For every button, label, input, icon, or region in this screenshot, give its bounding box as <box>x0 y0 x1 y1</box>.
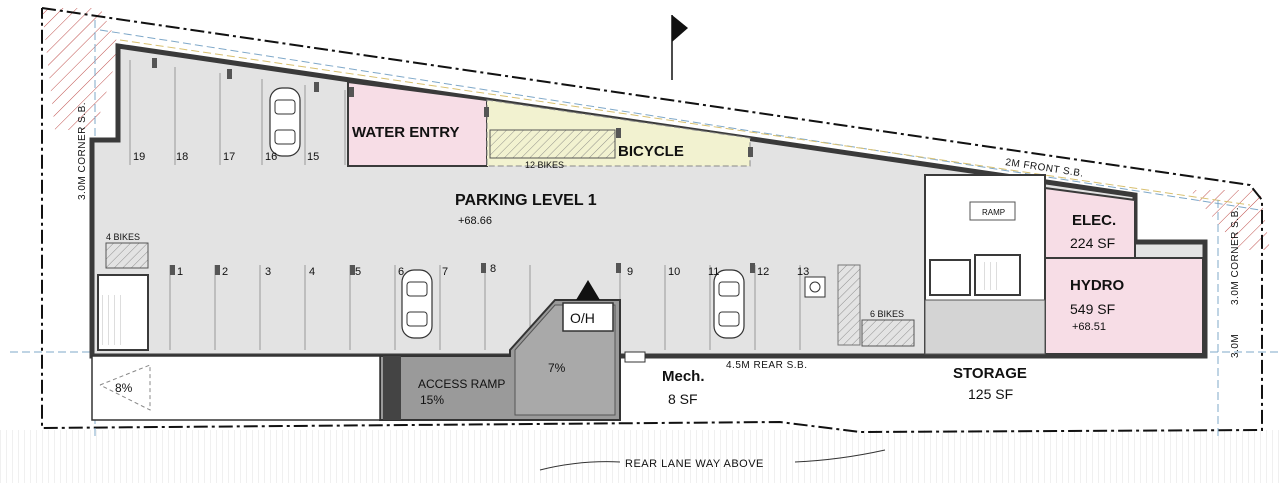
stall-number: 8 <box>490 263 496 275</box>
ramp-small <box>969 201 1016 221</box>
storage-room <box>924 299 1046 355</box>
rear-lane-hatch <box>0 430 1280 483</box>
hatched-column-block <box>837 264 861 346</box>
stall-number: 6 <box>398 266 404 278</box>
oh-label: O/H <box>570 310 595 326</box>
stall-number: 3 <box>265 266 271 278</box>
corner-right-label: 3.0M <box>1230 334 1241 358</box>
stall-number: 12 <box>757 266 769 278</box>
storage-label: STORAGE <box>953 365 1027 382</box>
stall-number: 5 <box>355 266 361 278</box>
left-stair-steps <box>102 295 122 345</box>
stall-number: 13 <box>797 266 809 278</box>
ramp-curve <box>514 304 616 416</box>
stall-number: 11 <box>708 266 719 278</box>
stall-number: 17 <box>223 151 235 163</box>
stall-number: 4 <box>309 266 315 278</box>
stall-number: 19 <box>133 151 145 163</box>
corner-sb-left-label: 3.0M CORNER S.B. <box>77 102 88 200</box>
oh-box <box>562 302 614 332</box>
north-flag-icon <box>672 15 688 42</box>
hydro-room <box>1044 257 1204 355</box>
parking-level-label: PARKING LEVEL 1 <box>455 192 597 209</box>
front-setback-line <box>99 29 1261 211</box>
stall-numbers-top: 19 18 17 16 15 <box>133 151 319 163</box>
columns <box>152 58 755 275</box>
corner-setback-left <box>42 8 120 130</box>
storage-area: 125 SF <box>968 386 1013 402</box>
parking-elevation: +68.66 <box>458 215 492 227</box>
bikes-6-label: 6 BIKES <box>870 309 904 319</box>
elec-area: 224 SF <box>1070 235 1115 251</box>
stall-number: 15 <box>307 151 319 163</box>
mech-box <box>624 351 646 363</box>
top-stall-lines <box>129 60 346 165</box>
stall-number: 7 <box>442 266 448 278</box>
mech-label: Mech. <box>662 368 705 385</box>
rear-lane-arrow-right <box>794 449 886 463</box>
access-ramp-slope: 15% <box>420 393 444 407</box>
bikes-12-label: 12 BIKES <box>525 160 564 170</box>
entry-arrow <box>99 364 151 411</box>
stall-number: 10 <box>668 266 680 278</box>
corner-sb-right-label: 3.0M CORNER S.B. <box>1230 207 1241 305</box>
up-arrow-icon <box>576 280 600 300</box>
access-ramp-label: ACCESS RAMP <box>418 377 505 391</box>
stall-number: 16 <box>265 151 277 163</box>
stall-number: 1 <box>177 266 183 278</box>
bike-rack-4 <box>105 242 149 269</box>
ramp-small-label: RAMP <box>982 208 1005 217</box>
entry-driveway <box>91 355 381 421</box>
elevator-box <box>929 259 971 296</box>
bicycle-label: BICYCLE <box>618 143 684 160</box>
rear-lane-label: REAR LANE WAY ABOVE <box>625 458 764 470</box>
water-entry-label: WATER ENTRY <box>352 124 460 141</box>
accessible-parking-icon <box>804 276 826 298</box>
stall-number: 18 <box>176 151 188 163</box>
stair-steps <box>980 262 1000 290</box>
bike-rack-6 <box>861 319 915 347</box>
rear-sb-label: 4.5M REAR S.B. <box>726 360 807 371</box>
stall-number: 2 <box>222 266 228 278</box>
rear-lane-arrow-left <box>539 461 621 471</box>
front-setback-line-2 <box>119 39 1251 206</box>
hydro-elevation: +68.51 <box>1072 321 1106 333</box>
car-bottom-11 <box>713 269 745 339</box>
stall-numbers-bottom: 1 2 3 4 5 6 7 8 9 10 11 12 13 <box>177 263 809 278</box>
stall-number: 9 <box>627 266 633 278</box>
elec-label: ELEC. <box>1072 212 1116 229</box>
ramp-slope-label: 7% <box>548 361 566 375</box>
hydro-label: HYDRO <box>1070 277 1125 294</box>
entry-slope-label: 8% <box>115 381 133 395</box>
bike-rack-12 <box>489 129 616 159</box>
hydro-area: 549 SF <box>1070 301 1115 317</box>
car-bottom-6 <box>401 269 433 339</box>
car-top <box>269 87 301 157</box>
ramp-wall <box>383 356 401 420</box>
bikes-4-label: 4 BIKES <box>106 232 140 242</box>
mech-area: 8 SF <box>668 391 698 407</box>
